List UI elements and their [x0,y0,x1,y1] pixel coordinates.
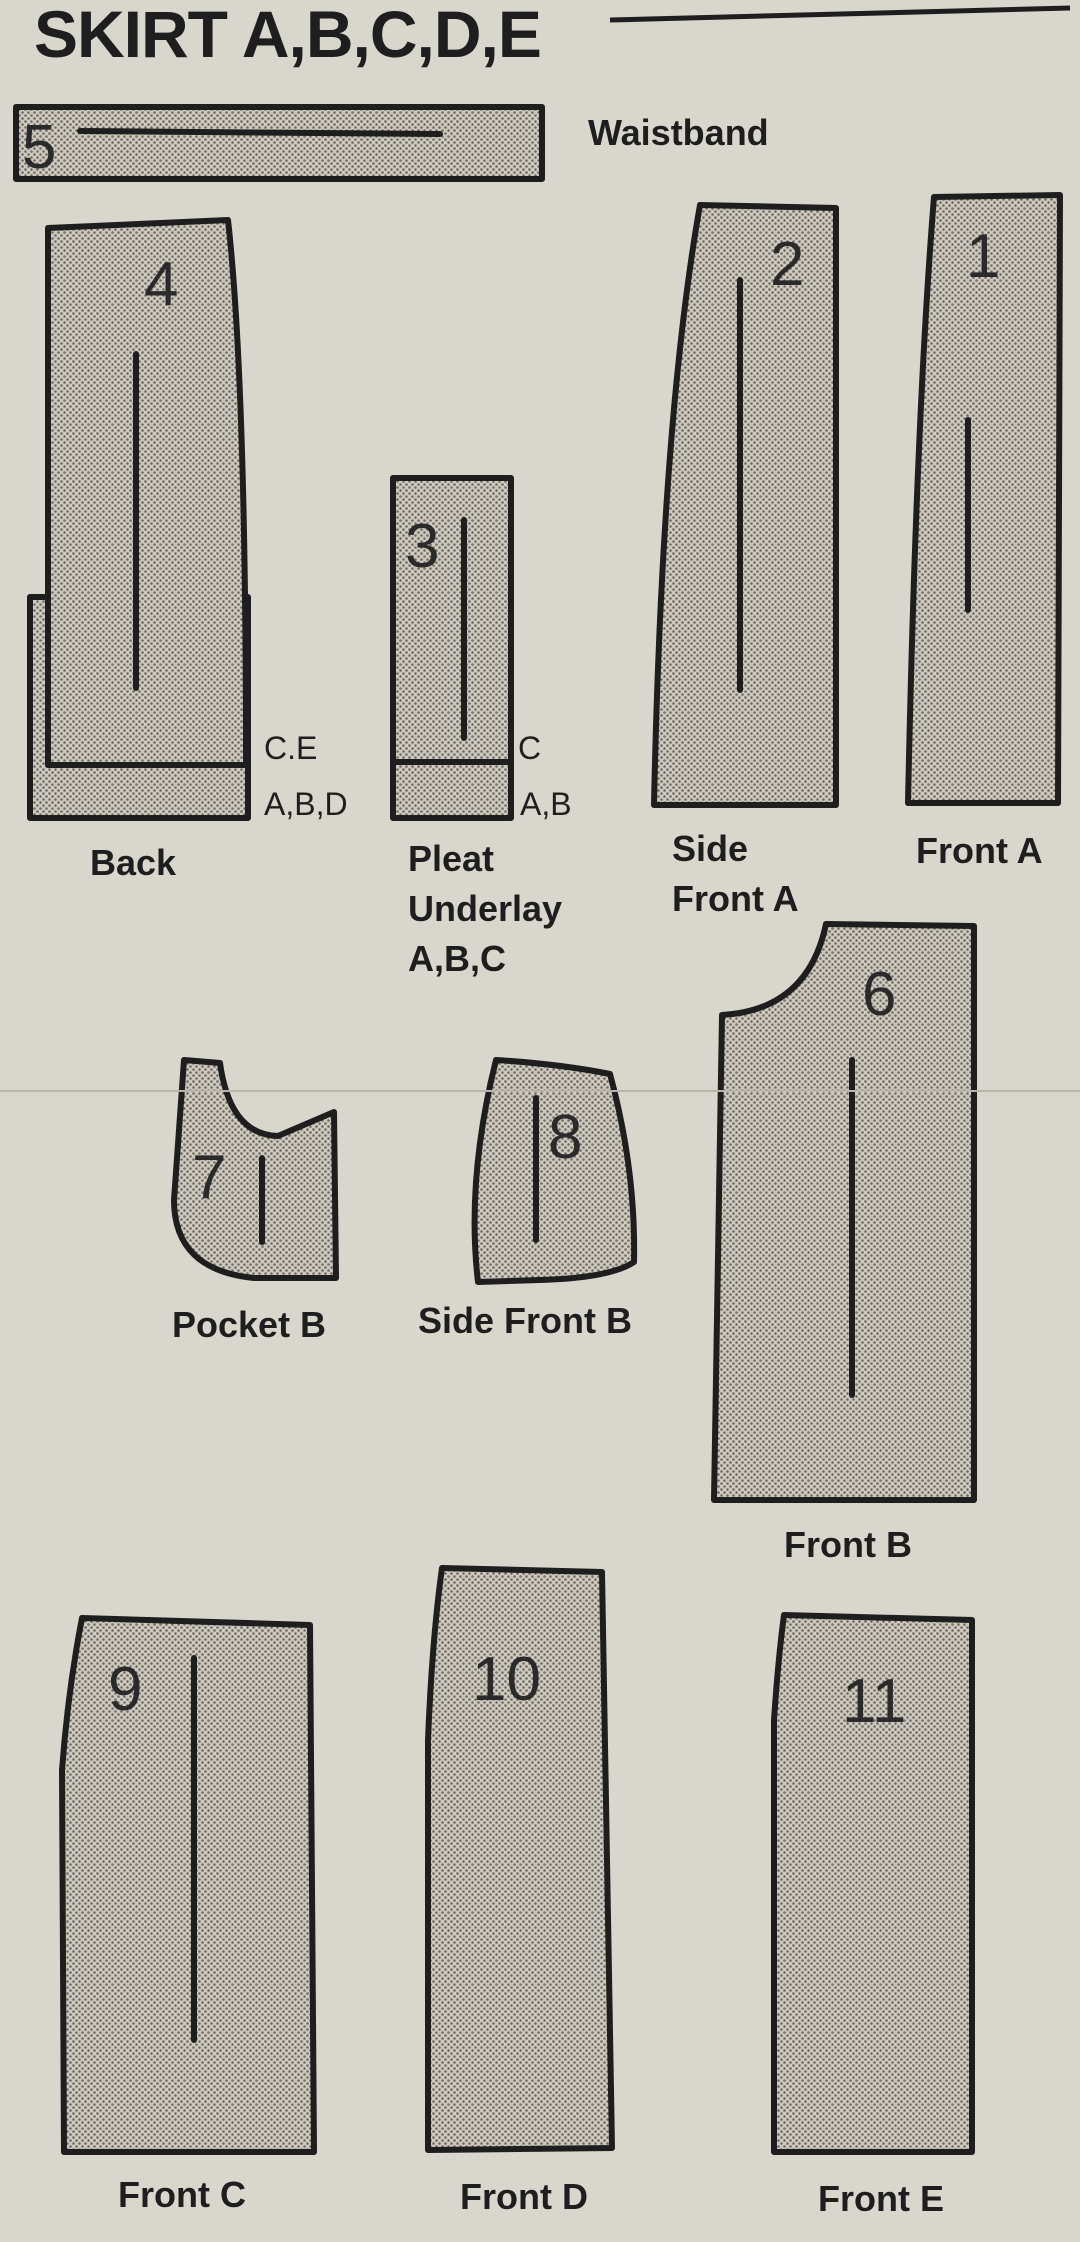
piece-11-front-e: 11 [771,1612,975,2155]
title-rule [609,5,1071,23]
piece-label-pocket-b: Pocket B [172,1304,327,1345]
piece-2-side-front-a: 2 [651,202,839,808]
piece-number: 9 [108,1655,142,1724]
piece-number: 3 [405,512,439,581]
piece-label-back: Back [90,842,177,883]
view-label-pleat-ab: A,B [520,786,572,822]
piece-label-front-b: Front B [784,1524,912,1565]
piece-label-side-front-b: Side Front B [418,1300,632,1341]
piece-label-pleat-line2: Underlay [408,888,563,929]
view-label-pleat-c: C [518,730,542,766]
piece-number: 4 [144,250,178,319]
piece-number: 1 [966,222,1000,291]
piece-number: 5 [22,113,56,182]
fold-crease [0,1090,1080,1092]
piece-label-front-a: Front A [916,830,1043,871]
view-label-back-ce: C.E [264,730,318,766]
piece-label-front-e: Front E [818,2178,944,2219]
piece-label-pleat-line1: Pleat [408,838,495,879]
piece-6-front-b: 6 [711,921,977,1503]
piece-label-front-d: Front D [460,2176,588,2217]
piece-7-pocket-b: 7 [171,1057,339,1281]
piece-3-pleat-underlay: 3 [390,475,514,821]
page-title: SKIRT A,B,C,D,E [34,0,542,71]
view-label-back-abd: A,B,D [264,786,348,822]
piece-label-waistband: Waistband [588,112,769,153]
piece-number: 2 [770,230,804,299]
piece-label-front-c: Front C [118,2174,246,2215]
piece-4-back: 4 [27,217,251,821]
piece-number: 7 [192,1143,226,1212]
piece-9-front-c: 9 [59,1615,317,2155]
piece-label-side-front-a-line1: Side [672,828,749,869]
piece-5-waistband: 5 [13,104,545,182]
piece-number: 11 [842,1667,906,1736]
piece-number: 8 [548,1103,582,1172]
piece-label-pleat-line3: A,B,C [408,938,506,979]
piece-number: 10 [472,1645,541,1714]
piece-8-side-front-b: 8 [471,1057,638,1285]
piece-label-side-front-a-line2: Front A [672,878,799,919]
piece-number: 6 [862,960,896,1029]
piece-1-front-a: 1 [905,192,1063,806]
piece-10-front-d: 10 [425,1565,615,2153]
